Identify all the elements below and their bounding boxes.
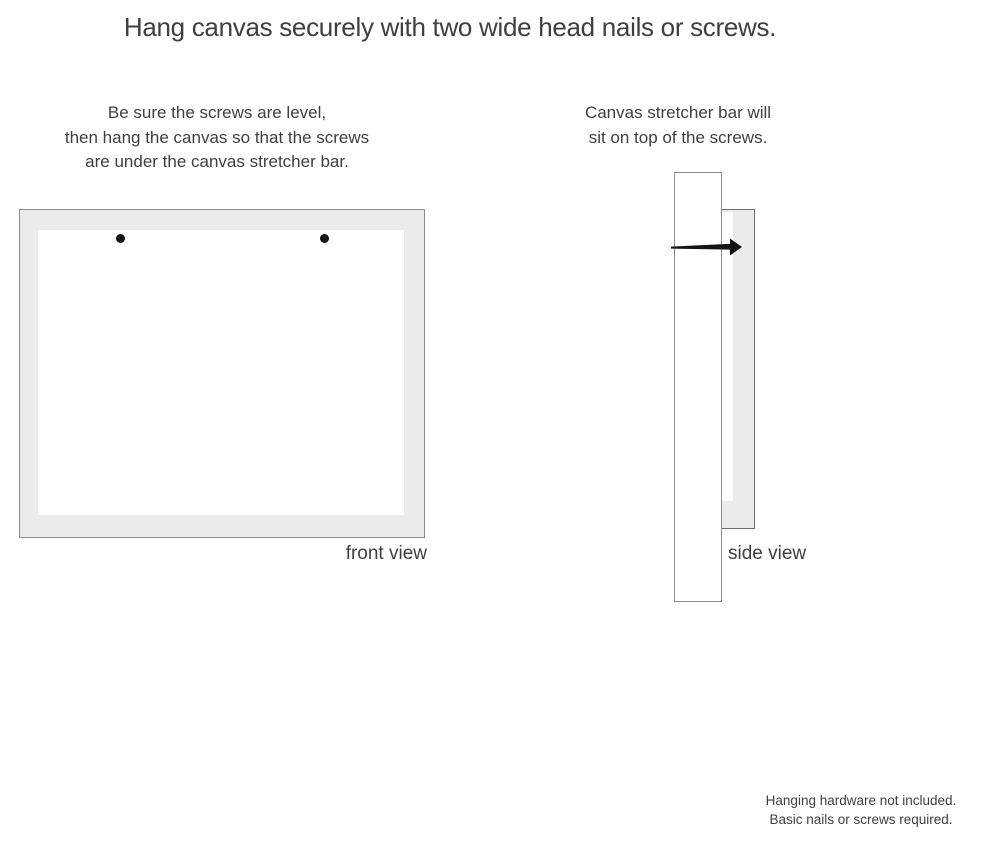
canvas-stretcher-bar xyxy=(722,212,733,501)
page-title: Hang canvas securely with two wide head … xyxy=(123,12,777,42)
side-view-wall-bar xyxy=(674,172,722,602)
canvas-front-face xyxy=(38,230,404,515)
footnote-line: Hanging hardware not included. xyxy=(765,793,957,808)
front-view-instructions: Be sure the screws are level, then hang … xyxy=(17,101,417,175)
nail-side-icon xyxy=(671,238,742,256)
side-view-instructions: Canvas stretcher bar will sit on top of … xyxy=(528,101,828,150)
instruction-line: then hang the canvas so that the screws xyxy=(64,127,370,147)
footnote-line: Basic nails or screws required. xyxy=(769,812,953,827)
side-view-label: side view xyxy=(728,543,807,564)
hardware-footnote: Hanging hardware not included. Basic nai… xyxy=(741,791,981,829)
instruction-line: Be sure the screws are level, xyxy=(107,103,327,122)
nail-head-left-icon xyxy=(116,234,125,243)
nail-head-right-icon xyxy=(320,234,329,243)
front-view-label: front view xyxy=(345,543,427,564)
instruction-line: are under the canvas stretcher bar. xyxy=(85,152,349,171)
instruction-line: sit on top of the screws. xyxy=(588,127,768,147)
front-view-canvas-diagram xyxy=(19,209,425,538)
instruction-line: Canvas stretcher bar will xyxy=(584,103,772,122)
